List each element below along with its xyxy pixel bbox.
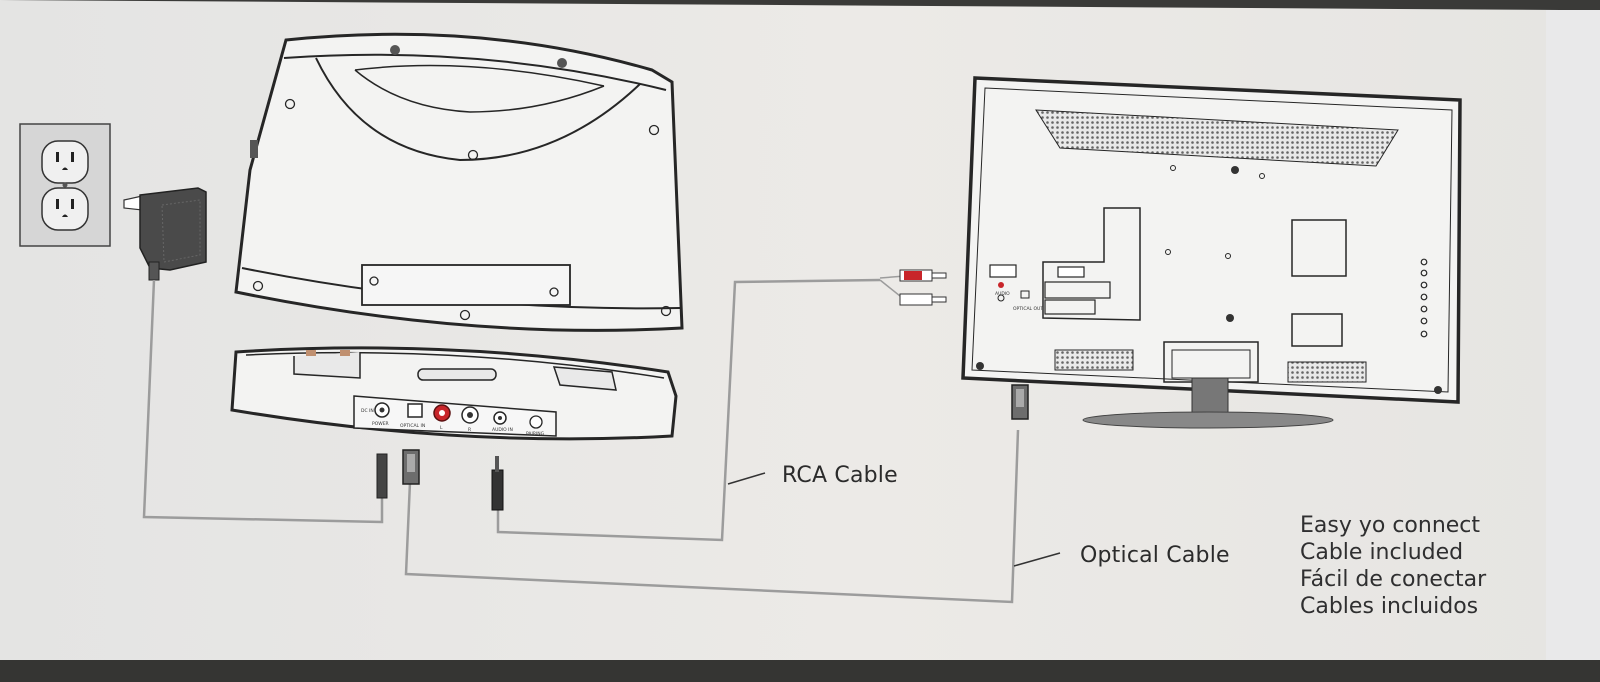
port-label-power: POWER <box>372 421 389 427</box>
rca-plugs <box>899 269 947 306</box>
port-label-pairing: PAIRING <box>526 431 545 437</box>
optical-callout-line <box>1013 552 1061 567</box>
tv-bottom-vent-right <box>1287 361 1367 383</box>
aux-plug <box>491 469 504 511</box>
rca-cable-label: RCA Cable <box>782 463 898 488</box>
port-label-audio-in: AUDIO IN <box>492 427 513 433</box>
tagline-line-2: Cable included <box>1300 540 1464 565</box>
cable-connectors <box>376 269 1029 511</box>
power-cable <box>142 279 384 524</box>
speaker-base <box>230 346 678 441</box>
tv-port-labels: AUDIO OPTICAL OUT <box>995 291 1043 312</box>
port-label-dc-in: DC IN <box>361 408 374 414</box>
optical-cable <box>404 429 1020 604</box>
speaker-rear-view <box>234 32 684 332</box>
tv-rear-view <box>961 76 1462 429</box>
tv-bottom-vent-left <box>1054 349 1134 371</box>
speaker-port-labels: DC IN POWER OPTICAL IN L R AUDIO IN PAIR… <box>361 408 545 437</box>
tv-top-vent <box>1035 109 1399 167</box>
tagline-line-4: Cables incluidos <box>1300 594 1479 619</box>
tagline-line-1: Easy yo connect <box>1300 513 1481 538</box>
tagline-block: Easy yo connect Cable included Fácil de … <box>1300 512 1486 620</box>
rca-cable <box>496 278 881 542</box>
port-label-optical-in: OPTICAL IN <box>400 423 425 429</box>
tv-port-label-audio: AUDIO <box>995 291 1010 297</box>
box-bottom-shadow <box>0 660 1600 682</box>
tv-port-label-optical-out: OPTICAL OUT <box>1013 306 1043 312</box>
port-label-right: R <box>468 427 471 433</box>
dc-plug <box>376 453 388 499</box>
port-label-left: L <box>440 425 443 431</box>
cables <box>142 275 1061 604</box>
wall-outlet <box>19 123 111 247</box>
rca-callout-line <box>727 472 766 485</box>
tv-stand-base <box>1082 411 1334 429</box>
box-side-edge <box>1546 10 1600 670</box>
tagline-line-3: Fácil de conectar <box>1300 567 1487 592</box>
optical-cable-label: Optical Cable <box>1080 543 1230 568</box>
power-adapter <box>123 187 207 281</box>
